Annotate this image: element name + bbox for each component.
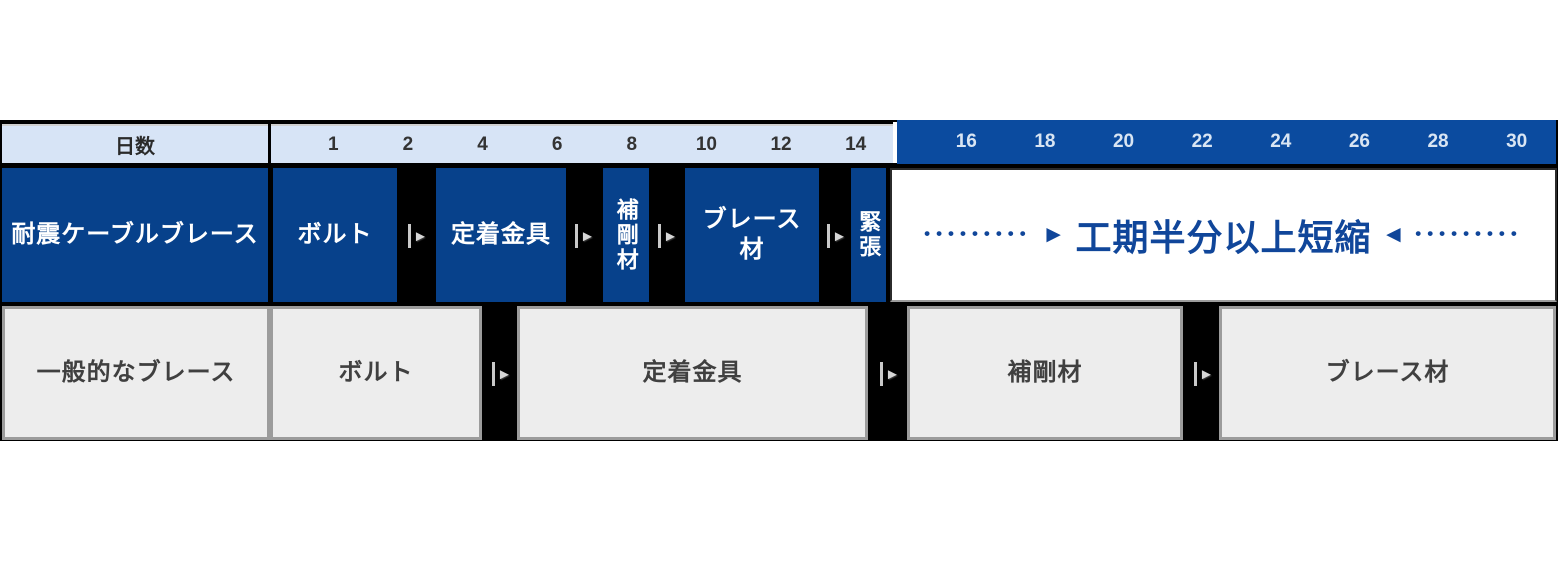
- day-tick: 10: [695, 133, 717, 155]
- cable-phase-tension: 緊張: [851, 168, 886, 302]
- step-arrow-icon: ►: [1194, 362, 1218, 386]
- day-tick: 22: [1191, 131, 1213, 152]
- days-axis-label: 日数: [2, 124, 268, 163]
- cable-phase-anchor: 定着金具: [436, 168, 566, 302]
- day-tick: 18: [1034, 131, 1056, 152]
- day-tick: 24: [1270, 131, 1292, 152]
- day-tick: 4: [477, 133, 488, 155]
- day-tick: 16: [955, 131, 977, 152]
- day-tick: 1: [328, 133, 339, 155]
- general-phase-anchor: 定着金具: [517, 306, 868, 440]
- day-tick: 2: [402, 133, 414, 155]
- step-arrow-icon: ►: [658, 224, 682, 248]
- day-axis-light-section: 1 2 4 6 8 10 12 14: [271, 124, 893, 163]
- day-tick: 14: [845, 133, 867, 155]
- cable-phase-stiffener: 補剛材: [603, 168, 649, 302]
- dotted-line-right: •••••••••: [1415, 223, 1523, 243]
- general-phase-bolt: ボルト: [270, 306, 482, 440]
- step-arrow-icon: ►: [492, 362, 516, 386]
- day-axis-dark-section: 16 18 20 22 24 26 28 30: [897, 120, 1556, 164]
- row-label-cable-brace: 耐震ケーブルブレース: [2, 168, 268, 302]
- axis-section-divider: [893, 122, 897, 163]
- day-ticks-1-14: 1 2 4 6 8 10 12 14: [296, 134, 893, 156]
- cable-phase-bolt: ボルト: [273, 168, 397, 302]
- general-phase-stiffener: 補剛材: [907, 306, 1183, 440]
- result-text: 工期半分以上短縮: [1075, 217, 1372, 258]
- dotted-line-left: •••••••••: [924, 223, 1032, 243]
- day-tick: 26: [1348, 131, 1370, 152]
- day-tick: 8: [626, 133, 638, 155]
- day-ticks-16-30: 16 18 20 22 24 26 28 30: [927, 131, 1556, 153]
- arrow-right-icon: ►: [1041, 221, 1066, 248]
- day-tick: 12: [770, 133, 792, 155]
- cable-phase-brace: ブレース材: [685, 168, 819, 302]
- step-arrow-icon: ►: [827, 224, 851, 248]
- general-phase-brace: ブレース材: [1219, 306, 1556, 440]
- day-tick: 20: [1112, 131, 1135, 152]
- row-label-general-brace: 一般的なブレース: [2, 306, 270, 440]
- day-tick: 6: [551, 133, 563, 155]
- arrow-left-icon: ◄: [1381, 221, 1406, 248]
- day-tick: 28: [1427, 131, 1449, 152]
- step-arrow-icon: ►: [575, 224, 599, 248]
- day-tick: 30: [1506, 131, 1528, 152]
- step-arrow-icon: ►: [408, 224, 432, 248]
- result-annotation-box: ••••••••• ► 工期半分以上短縮 ◄ •••••••••: [890, 168, 1557, 302]
- step-arrow-icon: ►: [880, 362, 904, 386]
